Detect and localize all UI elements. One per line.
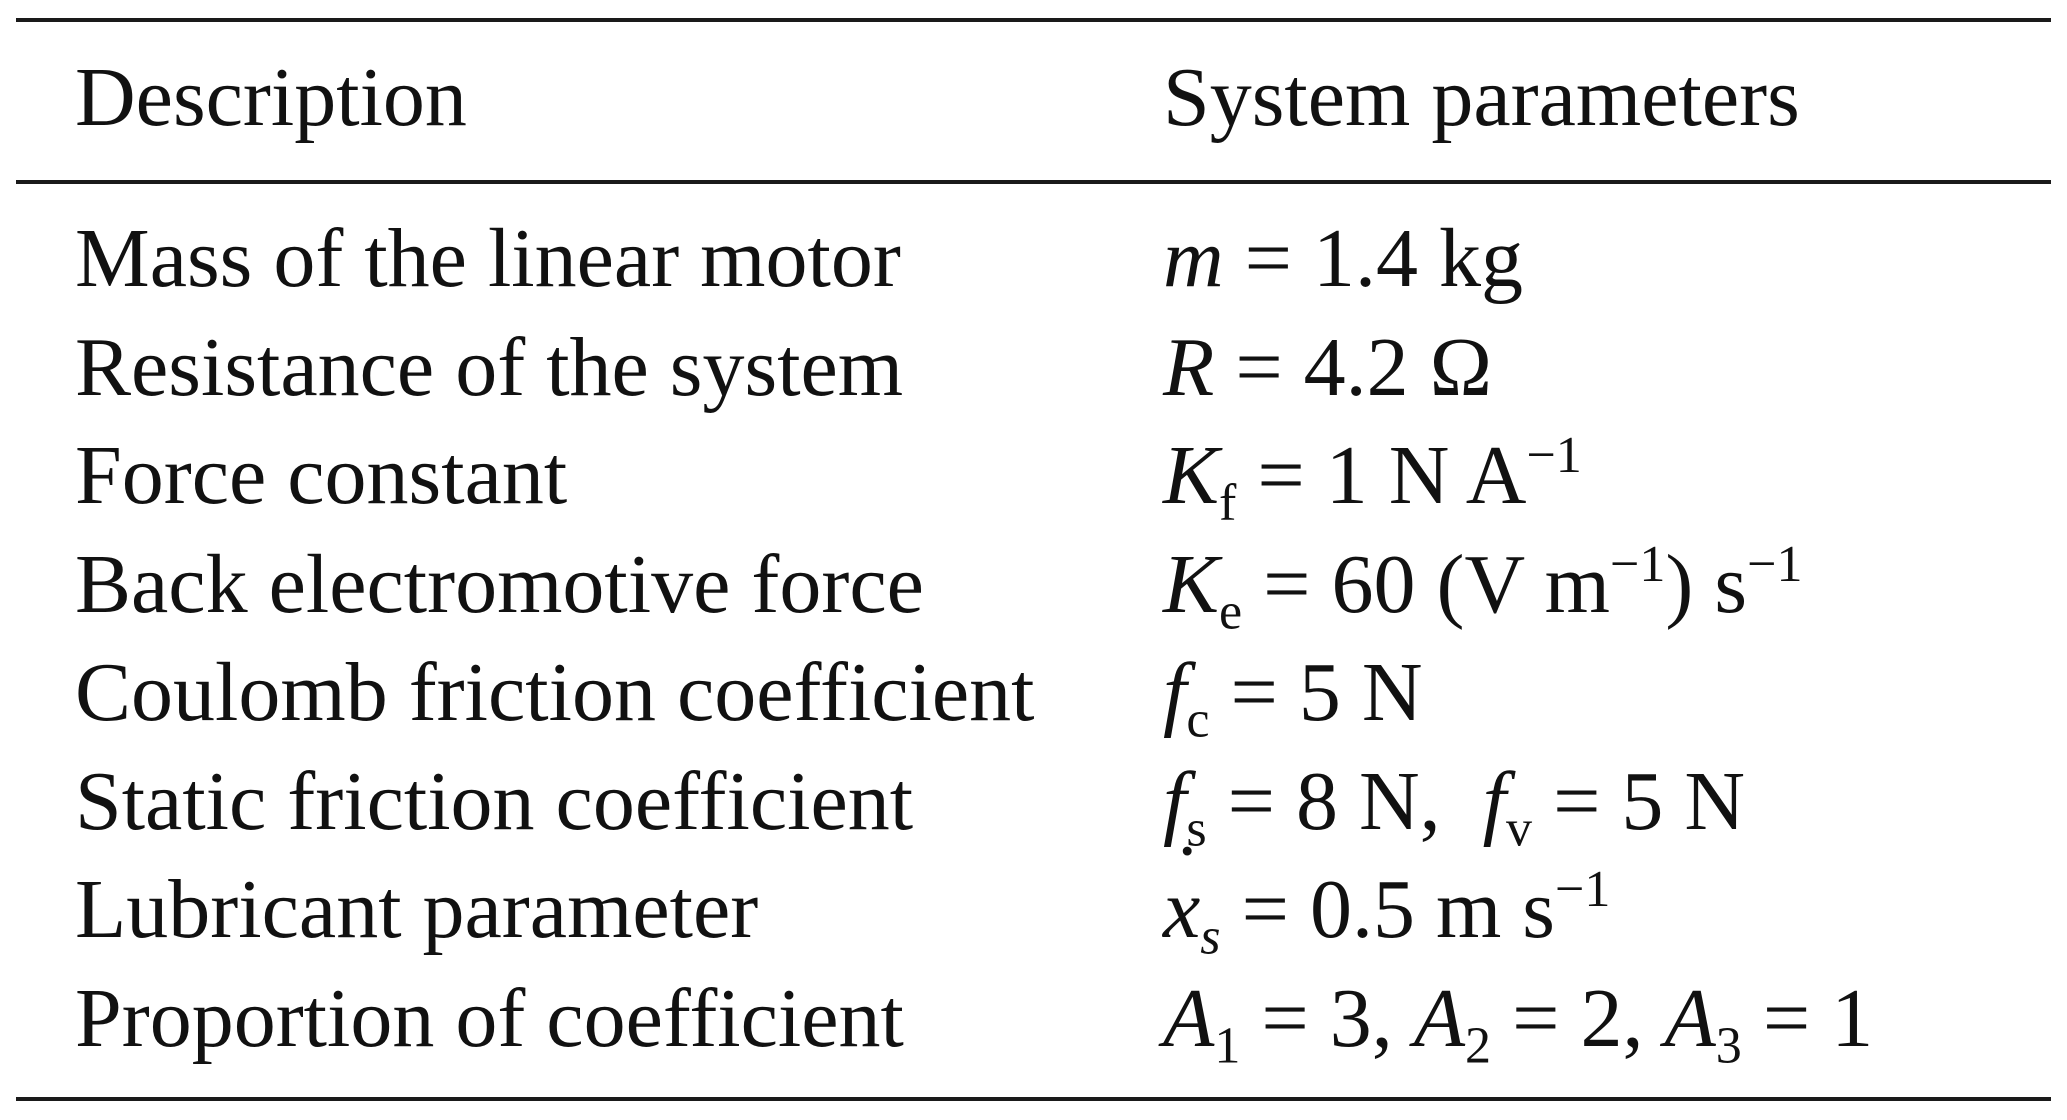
parameter-segment: ) s: [1665, 537, 1748, 631]
parameter-segment: = 2,: [1491, 971, 1665, 1065]
parameter-segment: s: [1200, 908, 1221, 966]
parameter-segment: = 60 (V m: [1242, 537, 1610, 631]
row-description: Force constant: [75, 429, 568, 522]
parameter-segment: = 3,: [1240, 971, 1414, 1065]
parameter-segment: K: [1163, 537, 1220, 631]
parameter-segment: f: [1163, 646, 1187, 739]
table-row: Static friction coefficient fs = 8 N, fv …: [0, 748, 2067, 856]
row-description: Static friction coefficient: [75, 754, 914, 848]
parameter-segment: v: [1506, 800, 1533, 858]
table-row: Coulomb friction coefficient fc = 5 N: [0, 639, 2067, 747]
parameter-segment: A: [1664, 971, 1716, 1065]
parameter-segment: f: [1482, 754, 1507, 848]
row-parameter: fc = 5 N: [1163, 639, 1423, 747]
bottom-rule: [16, 1097, 2051, 1101]
row-parameter: A1 = 3, A2 = 2, A3 = 1: [1163, 965, 1873, 1073]
parameter-segment: −1: [1554, 860, 1611, 918]
parameter-segment: = 1 N A: [1236, 429, 1527, 522]
row-parameter: R = 4.2 Ω: [1163, 314, 1492, 422]
parameter-segment: c: [1186, 691, 1210, 749]
table-row: Mass of the linear motor m = 1.4 kg: [0, 205, 2067, 313]
parameter-segment: = 1.4 kg: [1223, 212, 1524, 305]
parameter-segment: f: [1219, 474, 1237, 532]
row-description: Back electromotive force: [75, 537, 924, 631]
row-description: Coulomb friction coefficient: [75, 646, 1035, 739]
header-row: Description System parameters: [0, 44, 2067, 152]
row-description: Resistance of the system: [75, 320, 904, 414]
row-description: Mass of the linear motor: [75, 212, 901, 305]
parameter-segment: = 0.5 m s: [1220, 863, 1555, 956]
parameter-segment: e: [1219, 583, 1243, 641]
parameter-segment: K: [1163, 429, 1220, 522]
row-description: Proportion of coefficient: [75, 971, 904, 1065]
parameter-segment: 3: [1715, 1017, 1742, 1075]
row-parameter: fs = 8 N, fv = 5 N: [1163, 748, 1745, 856]
parameter-segment: A: [1163, 971, 1215, 1065]
table-row: Force constant Kf = 1 N A−1: [0, 422, 2067, 530]
parameter-segment: = 4.2 Ω: [1214, 320, 1493, 414]
header-system-parameters: System parameters: [1163, 51, 1800, 144]
row-parameter: Ke = 60 (V m−1) s−1: [1163, 531, 1803, 639]
row-parameter: Kf = 1 N A−1: [1163, 422, 1582, 530]
parameter-segment: = 5 N: [1209, 646, 1423, 739]
parameter-segment: A: [1413, 971, 1466, 1065]
parameter-segment: 1: [1214, 1017, 1241, 1075]
parameter-segment: = 1: [1741, 971, 1874, 1065]
row-parameter: m = 1.4 kg: [1163, 205, 1523, 313]
parameter-segment: m: [1163, 212, 1224, 305]
row-parameter: xs = 0.5 m s−1: [1163, 821, 1611, 966]
table-row: Resistance of the system R = 4.2 Ω: [0, 314, 2067, 422]
top-rule: [16, 18, 2051, 22]
parameter-segment: −1: [1526, 426, 1582, 484]
parameter-segment: = 8 N,: [1206, 754, 1483, 848]
parameter-segment: 2: [1465, 1017, 1492, 1075]
header-rule: [16, 180, 2051, 184]
row-description: Lubricant parameter: [75, 863, 759, 956]
table-row: Lubricant parameter xs = 0.5 m s−1: [0, 821, 2067, 966]
parameter-segment: −1: [1609, 535, 1666, 593]
parameter-segment: R: [1163, 320, 1215, 414]
parameter-segment: = 5 N: [1532, 754, 1746, 848]
parameter-segment: −1: [1747, 535, 1803, 593]
header-description: Description: [75, 51, 467, 144]
parameter-segment: x: [1163, 821, 1201, 964]
